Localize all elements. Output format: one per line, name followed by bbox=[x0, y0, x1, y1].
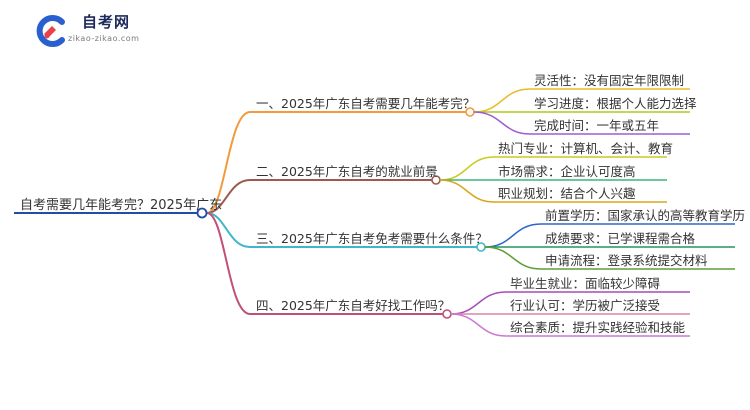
branch-1-label: 一、2025年广东自考需要几年能考完？ bbox=[256, 96, 476, 111]
logo-subtitle: zikao-zikao.com bbox=[68, 34, 140, 43]
leaf-3-1-label: 前置学历：国家承认的高等教育学历 bbox=[545, 208, 746, 223]
leaf-4-1-label: 毕业生就业：面临较少障碍 bbox=[510, 276, 661, 291]
leaf-1-2-label: 学习进度：根据个人能力选择 bbox=[534, 96, 697, 111]
branch-2-curve bbox=[206, 179, 251, 214]
leaf-3-2-label: 成绩要求：已学课程需合格 bbox=[545, 231, 696, 246]
branch-2-label: 二、2025年广东自考的就业前景 bbox=[256, 164, 438, 179]
leaf-3-3-curve bbox=[484, 246, 542, 270]
branch-4-label: 四、2025年广东自考好找工作吗？ bbox=[256, 298, 451, 313]
leaf-2-3-label: 职业规划：结合个人兴趣 bbox=[498, 186, 636, 201]
leaf-3-1-curve bbox=[484, 223, 542, 248]
leaf-1-3-label: 完成时间：一年或五年 bbox=[534, 118, 660, 133]
site-logo[interactable] bbox=[32, 12, 172, 52]
leaf-2-1-label: 热门专业：计算机、会计、教育 bbox=[498, 141, 674, 156]
leaf-4-2-label: 行业认可：学历被广泛接受 bbox=[510, 298, 661, 313]
branch-4-curve bbox=[206, 212, 251, 315]
root-node-label: 自考需要几年能考完？2025年广东 bbox=[20, 198, 223, 213]
leaf-3-3-label: 申请流程：登录系统提交材料 bbox=[545, 253, 708, 268]
leaf-4-1-curve bbox=[450, 291, 507, 315]
leaf-1-1-label: 灵活性：没有固定年限限制 bbox=[534, 73, 685, 88]
leaf-1-3-curve bbox=[473, 111, 531, 135]
leaf-2-3-curve bbox=[439, 179, 495, 203]
branch-3-curve bbox=[206, 212, 251, 248]
leaf-1-1-curve bbox=[473, 88, 531, 113]
leaf-4-3-curve bbox=[450, 313, 507, 337]
leaf-4-3-label: 综合素质：提升实践经验和技能 bbox=[510, 320, 686, 335]
branch-1-curve bbox=[206, 111, 251, 214]
branch-3-label: 三、2025年广东自考免考需要什么条件？ bbox=[256, 231, 488, 246]
logo-title: 自考网 bbox=[82, 13, 131, 31]
root-node bbox=[196, 207, 208, 219]
leaf-2-2-label: 市场需求：企业认可度高 bbox=[498, 164, 636, 179]
logo-c-icon bbox=[36, 15, 65, 47]
leaf-2-1-curve bbox=[439, 156, 495, 181]
